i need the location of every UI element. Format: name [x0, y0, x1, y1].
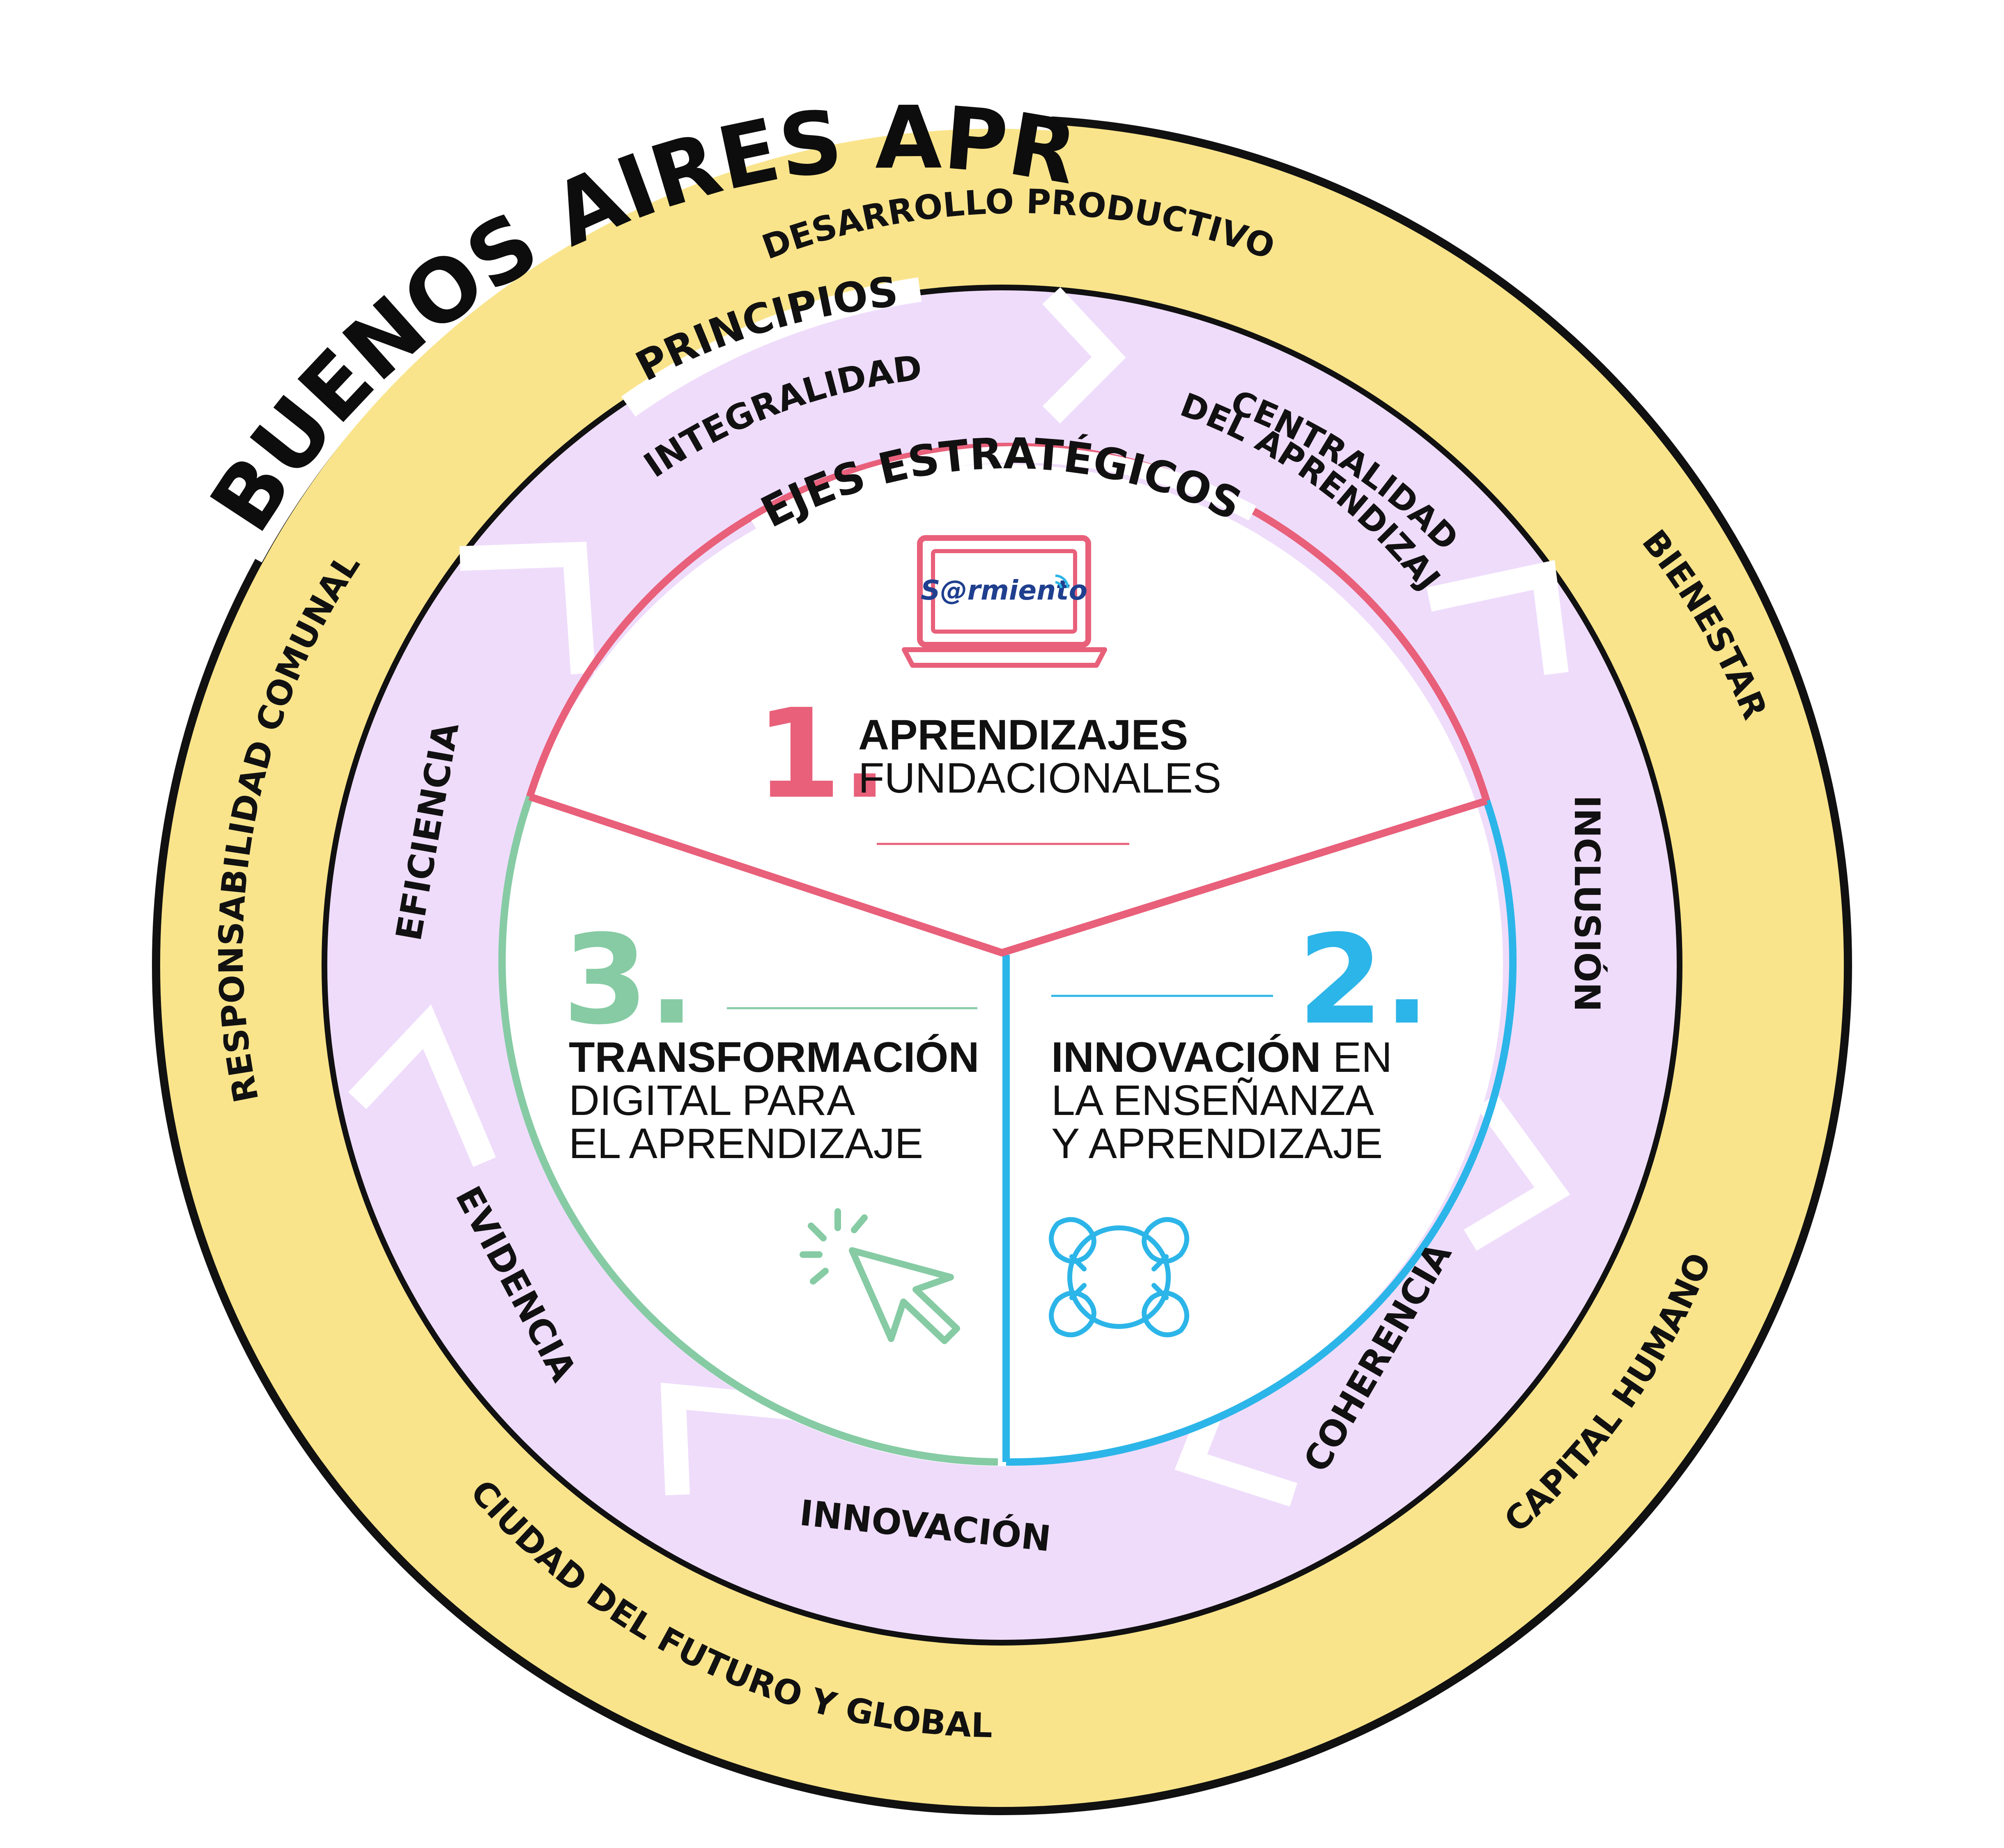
axis3-label: 3. TRANSFORMACIÓN DIGITAL PARA EL APREND…	[563, 908, 979, 1168]
axis3-sector-outline	[498, 795, 998, 1466]
axis2-line2: LA ENSEÑANZA	[1051, 1077, 1374, 1124]
axis3-line1: TRANSFORMACIÓN	[569, 1034, 979, 1081]
axis2-number: 2.	[1298, 908, 1430, 1052]
axis1-label: 1. APRENDIZAJES FUNDACIONALES	[756, 683, 1221, 845]
strategic-axes-disk	[498, 443, 1517, 1466]
axis2-sector-outline	[1006, 800, 1517, 1466]
laptop-icon: S@rmiento	[902, 535, 1107, 668]
axis3-line3: EL APRENDIZAJE	[569, 1120, 923, 1168]
linked-hands-icon	[1049, 1217, 1189, 1338]
axis2-line3: Y APRENDIZAJE	[1051, 1120, 1383, 1168]
axis2-label: 2. INNOVACIÓN EN LA ENSEÑANZA Y APRENDIZ…	[1051, 908, 1430, 1168]
axis2-line1: INNOVACIÓN EN	[1051, 1034, 1392, 1081]
sarmiento-logo: S@rmiento	[921, 575, 1087, 606]
axis2-line1-bold: INNOVACIÓN	[1051, 1034, 1321, 1081]
axis1-line2: FUNDACIONALES	[858, 754, 1221, 802]
principle-inclusion: INCLUSIÓN	[1566, 795, 1608, 1012]
cursor-click-icon	[800, 1208, 960, 1344]
axis1-number: 1.	[756, 683, 888, 826]
axis2-line1-rest: EN	[1321, 1034, 1392, 1081]
axis3-line2: DIGITAL PARA	[569, 1077, 855, 1124]
axis1-line1: APRENDIZAJES	[858, 711, 1188, 759]
axis3-number: 3.	[563, 908, 695, 1052]
